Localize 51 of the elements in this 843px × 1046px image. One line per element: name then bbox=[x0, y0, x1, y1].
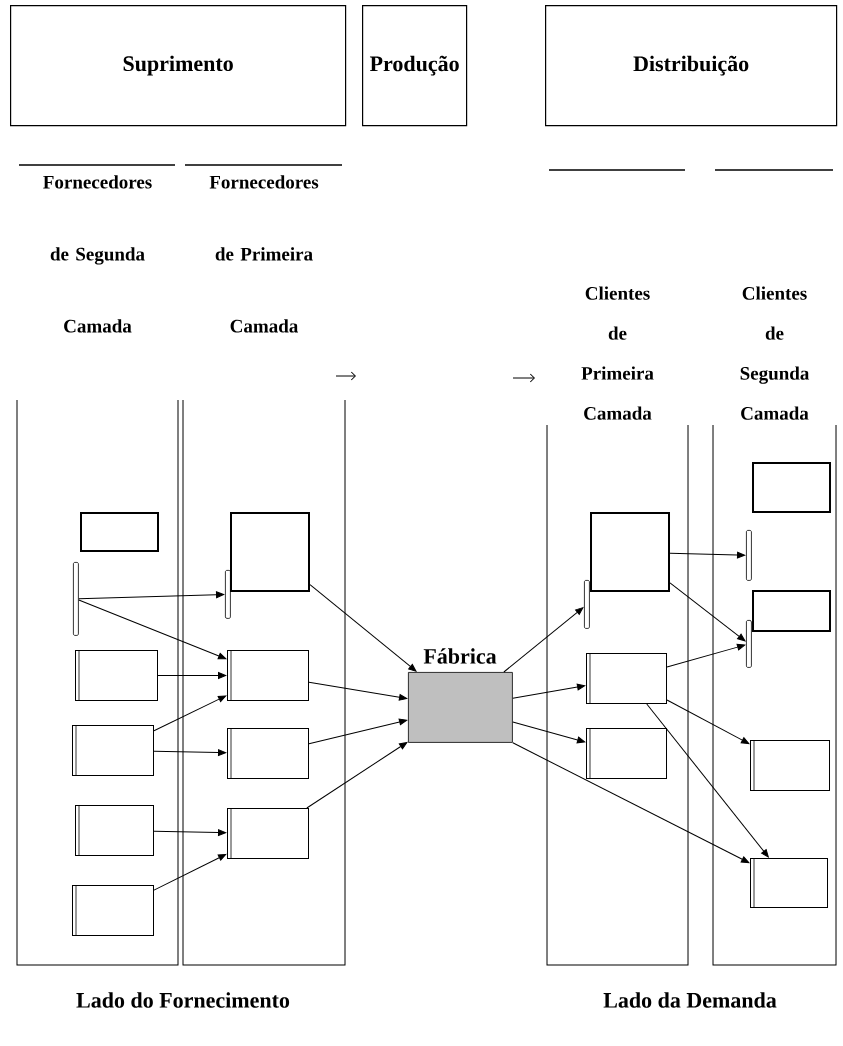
empty-box bbox=[72, 724, 154, 777]
column-heading: Clientes de Primeira Camada bbox=[581, 286, 654, 420]
empty-box bbox=[590, 512, 670, 592]
empty-box bbox=[227, 807, 309, 860]
narrow-bar bbox=[584, 580, 590, 629]
arrow bbox=[78, 591, 225, 600]
empty-box bbox=[75, 804, 154, 857]
arrow bbox=[666, 643, 746, 668]
arrow bbox=[646, 703, 769, 858]
arrow bbox=[669, 551, 746, 559]
empty-box bbox=[752, 590, 831, 632]
empty-box bbox=[230, 512, 310, 592]
empty-box bbox=[750, 857, 828, 909]
arrow bbox=[153, 853, 227, 891]
heading-box: Distribuição bbox=[545, 5, 838, 127]
arrow bbox=[153, 829, 227, 836]
empty-box bbox=[72, 884, 154, 937]
arrow bbox=[153, 749, 227, 756]
narrow-bar bbox=[746, 530, 752, 581]
column-heading: Clientes de Segunda Camada bbox=[740, 286, 810, 420]
arrow bbox=[666, 699, 750, 745]
empty-box bbox=[227, 727, 309, 780]
arrow bbox=[669, 582, 746, 642]
empty-box bbox=[75, 649, 158, 702]
arrow bbox=[308, 718, 408, 745]
empty-box bbox=[750, 739, 830, 792]
narrow-bar bbox=[746, 620, 752, 668]
arrow bbox=[503, 607, 584, 673]
heading-box: Suprimento bbox=[10, 5, 347, 127]
arrow bbox=[78, 599, 227, 660]
arrow bbox=[512, 683, 586, 699]
side-label: Lado da Demanda bbox=[603, 992, 777, 1008]
empty-box bbox=[80, 512, 159, 552]
arrow bbox=[512, 742, 750, 864]
arrow bbox=[308, 681, 408, 701]
narrow-bar bbox=[225, 570, 231, 619]
arrow bbox=[153, 695, 227, 732]
arrow bbox=[512, 721, 586, 744]
heading-box: Produção bbox=[362, 5, 468, 127]
empty-box bbox=[586, 652, 667, 705]
arrow bbox=[306, 741, 408, 809]
narrow-bar bbox=[73, 562, 79, 636]
empty-box bbox=[227, 649, 309, 702]
side-label: Lado do Fornecimento bbox=[76, 992, 290, 1008]
factory-label: Fábrica bbox=[423, 648, 497, 664]
arrow bbox=[309, 584, 417, 672]
empty-box bbox=[586, 727, 667, 780]
column-heading: Fornecedores de Primeira Camada bbox=[209, 175, 319, 333]
empty-box bbox=[752, 462, 831, 513]
arrow bbox=[157, 672, 227, 679]
column-heading: Fornecedores de Segunda Camada bbox=[43, 175, 152, 333]
